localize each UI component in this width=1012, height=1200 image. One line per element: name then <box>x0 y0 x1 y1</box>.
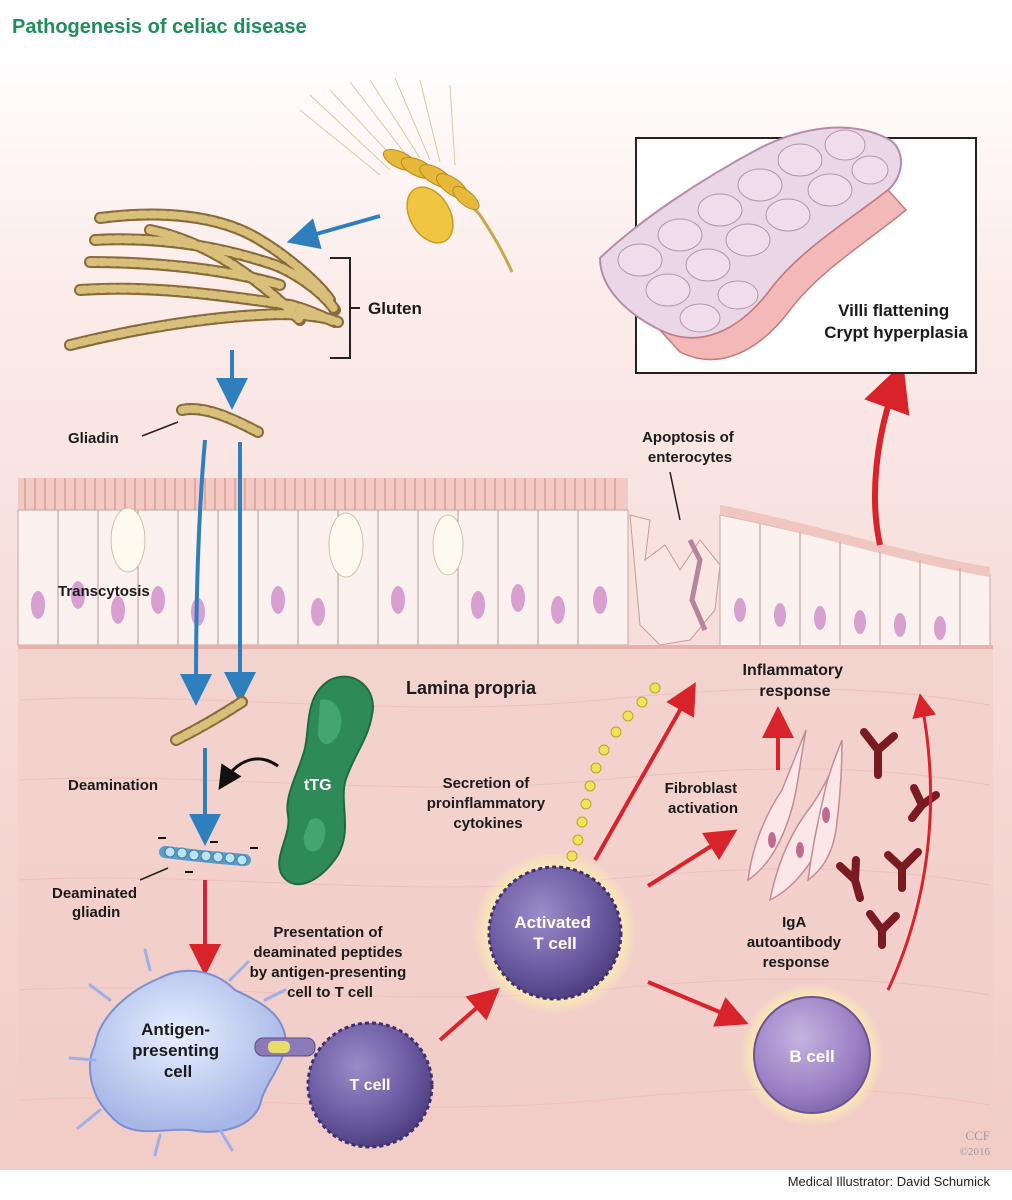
fibroblasts <box>747 729 843 902</box>
arrow-bcell-to-inflammation <box>886 693 937 991</box>
gliadin-lamina <box>170 696 248 746</box>
gliadin-fragment <box>176 403 264 438</box>
label-ttg: tTG <box>304 777 332 794</box>
villi-line-1: Villi flattening <box>838 301 949 320</box>
label-villi: Villi flattening Crypt hyperplasia <box>824 301 968 342</box>
secretion-line-1: Secretion of <box>443 775 531 792</box>
apc-line-2: presenting <box>132 1041 219 1060</box>
gluten-bracket <box>330 257 360 359</box>
credit-illustrator: Medical Illustrator: David Schumick <box>788 1174 991 1189</box>
apc-line-1: Antigen- <box>141 1020 210 1039</box>
apoptosis-line-1: Apoptosis of <box>642 429 735 446</box>
fibroblast-line-2: activation <box>668 800 738 817</box>
b-cell: B cell <box>740 983 884 1127</box>
presentation-line-1: Presentation of <box>273 924 383 941</box>
antigen-presenting-cell: Antigen- presenting cell <box>68 948 287 1157</box>
villi-inset: Villi flattening Crypt hyperplasia <box>598 126 977 374</box>
iga-line-3: response <box>763 954 830 971</box>
inflammatory-line-2: response <box>759 683 830 700</box>
label-transcytosis: Transcytosis <box>58 583 150 600</box>
activated-t-cell: Activated T cell <box>473 851 637 1015</box>
label-activated-t-cell: Activated T cell <box>514 913 595 953</box>
deaminated-line-2: gliadin <box>72 904 120 921</box>
presentation-line-3: by antigen-presenting <box>250 964 407 981</box>
label-apoptosis: Apoptosis of enterocytes <box>642 429 738 466</box>
activated-line-2: T cell <box>533 934 576 953</box>
presentation-line-4: cell to T cell <box>287 984 373 1001</box>
arrow-wheat-to-gluten <box>286 214 381 250</box>
diagram-title: Pathogenesis of celiac disease <box>12 16 307 38</box>
activated-line-1: Activated <box>514 913 591 932</box>
deaminated-gliadin <box>158 837 258 873</box>
label-deaminated-gliadin: Deaminated gliadin <box>52 885 141 921</box>
label-inflammatory: Inflammatory response <box>743 662 848 700</box>
iga-line-2: autoantibody <box>747 934 842 951</box>
iga-antibodies <box>836 728 940 949</box>
apoptosis-line-2: enterocytes <box>648 449 732 466</box>
iga-line-1: IgA <box>782 914 806 931</box>
villi-line-2: Crypt hyperplasia <box>824 323 968 342</box>
deaminated-pointer <box>139 867 169 881</box>
t-cell: T cell <box>306 1021 434 1149</box>
apoptosis-pointer <box>669 471 681 521</box>
label-lamina-propria: Lamina propria <box>406 678 537 698</box>
secretion-line-2: proinflammatory <box>427 795 546 812</box>
arrow-activated-to-fibroblast <box>646 829 738 888</box>
presentation-line-2: deaminated peptides <box>253 944 402 961</box>
gliadin-pointer <box>141 421 179 437</box>
arrow-ttg-deamination <box>218 757 279 791</box>
epithelium <box>17 478 993 649</box>
label-iga: IgA autoantibody response <box>747 914 845 971</box>
deaminated-line-1: Deaminated <box>52 885 137 902</box>
apc-line-3: cell <box>164 1062 192 1081</box>
label-secretion: Secretion of proinflammatory cytokines <box>427 775 550 832</box>
credit-year: ©2016 <box>960 1146 991 1158</box>
mhc-tcr-synapse <box>254 1037 316 1057</box>
label-gluten: Gluten <box>368 299 422 318</box>
gluten-strands <box>64 208 344 351</box>
label-b-cell: B cell <box>789 1047 834 1066</box>
secretion-line-3: cytokines <box>453 815 522 832</box>
label-gliadin: Gliadin <box>68 430 119 447</box>
ttg-enzyme: tTG <box>278 675 374 886</box>
fibroblast-line-1: Fibroblast <box>665 780 738 797</box>
label-t-cell: T cell <box>350 1077 391 1094</box>
label-apc: Antigen- presenting cell <box>132 1020 224 1081</box>
credit-ccf: CCF <box>965 1128 990 1143</box>
label-presentation: Presentation of deaminated peptides by a… <box>250 924 411 1001</box>
arrow-to-villi-box <box>864 362 910 546</box>
inflammatory-line-1: Inflammatory <box>743 662 844 679</box>
wheat-icon <box>299 77 514 273</box>
arrow-transcytosis-left <box>180 439 213 706</box>
label-deamination: Deamination <box>68 777 158 794</box>
label-fibroblast: Fibroblast activation <box>665 780 742 817</box>
arrow-tcell-to-activated <box>438 987 501 1042</box>
arrow-activated-to-inflammation <box>593 682 696 861</box>
arrow-activated-to-bcell <box>647 980 749 1027</box>
cytokines <box>566 682 661 862</box>
